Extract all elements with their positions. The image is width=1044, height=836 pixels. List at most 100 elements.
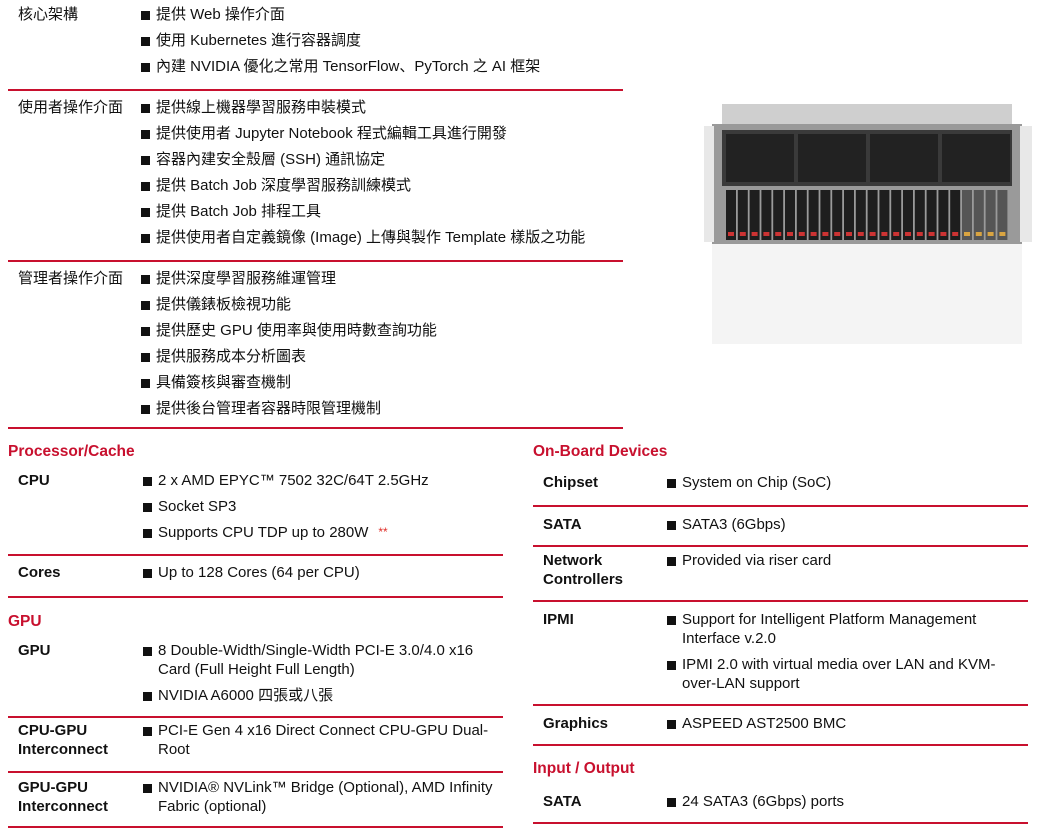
drive-led bbox=[869, 232, 876, 236]
spec-label: SATA bbox=[543, 793, 582, 810]
drive-led bbox=[739, 232, 746, 236]
rack-ear-left bbox=[704, 126, 714, 242]
section-divider bbox=[533, 545, 1028, 547]
drive-bay bbox=[761, 190, 772, 240]
section-divider bbox=[8, 427, 623, 429]
list-item: 2 x AMD EPYC™ 7502 32C/64T 2.5GHz bbox=[158, 472, 429, 489]
section-heading: On-Board Devices bbox=[533, 443, 668, 460]
spec-label: CPU bbox=[18, 472, 50, 489]
fan-grille bbox=[942, 134, 1010, 182]
bullet-icon bbox=[141, 156, 150, 165]
drive-bay bbox=[985, 190, 996, 240]
drive-led bbox=[964, 232, 970, 236]
drive-led bbox=[798, 232, 805, 236]
drive-led bbox=[975, 232, 982, 236]
drive-led bbox=[775, 232, 782, 236]
drive-led bbox=[846, 232, 852, 236]
bullet-icon bbox=[141, 234, 150, 243]
drive-led bbox=[952, 232, 959, 236]
bullet-icon bbox=[667, 661, 676, 670]
fan-grille bbox=[726, 134, 794, 182]
bullet-icon bbox=[143, 529, 152, 538]
fan-grille bbox=[798, 134, 866, 182]
list-item: 提供深度學習服務維運管理 bbox=[156, 270, 337, 287]
bullet-icon bbox=[141, 182, 150, 191]
bullet-icon bbox=[141, 327, 150, 336]
spec-label: Graphics bbox=[543, 715, 609, 732]
spec-label: IPMI bbox=[543, 611, 574, 628]
bullet-icon bbox=[141, 130, 150, 139]
list-item: 提供 Web 操作介面 bbox=[156, 6, 285, 23]
spec-label: SATA bbox=[543, 516, 582, 533]
drive-led bbox=[893, 232, 900, 236]
drive-bay bbox=[879, 190, 890, 240]
section-divider bbox=[8, 826, 503, 828]
drive-bay bbox=[726, 190, 736, 240]
list-item: 提供歷史 GPU 使用率與使用時數查詢功能 bbox=[156, 322, 437, 339]
drive-led bbox=[857, 232, 864, 236]
drive-led bbox=[999, 232, 1006, 236]
chassis-reflection bbox=[712, 244, 1022, 344]
drive-led bbox=[810, 232, 817, 236]
bullet-icon bbox=[667, 557, 676, 566]
list-item: Supports CPU TDP up to 280W ** bbox=[158, 523, 503, 542]
footnote-marker: ** bbox=[378, 525, 388, 539]
drive-bay bbox=[867, 190, 878, 240]
drive-led bbox=[987, 232, 994, 236]
bullet-icon bbox=[141, 275, 150, 284]
bullet-icon bbox=[141, 379, 150, 388]
drive-led bbox=[916, 232, 923, 236]
drive-bay bbox=[962, 190, 972, 240]
bullet-icon bbox=[141, 11, 150, 20]
list-item: System on Chip (SoC) bbox=[682, 474, 832, 491]
section-divider bbox=[8, 89, 623, 91]
drive-bay bbox=[844, 190, 854, 240]
list-item: 提供服務成本分析圖表 bbox=[156, 348, 307, 365]
section-heading: Processor/Cache bbox=[8, 443, 135, 460]
drive-bay bbox=[773, 190, 784, 240]
spec-label: GPU-GPU Interconnect bbox=[18, 779, 109, 815]
drive-bay bbox=[891, 190, 902, 240]
drive-bay bbox=[832, 190, 843, 240]
spec-label: Network Controllers bbox=[543, 552, 624, 588]
section-divider bbox=[8, 716, 503, 718]
bullet-icon bbox=[141, 63, 150, 72]
list-item: Up to 128 Cores (64 per CPU) bbox=[158, 564, 360, 581]
list-item: NVIDIA® NVLink™ Bridge (Optional), AMD I… bbox=[158, 779, 493, 815]
drive-bay bbox=[737, 190, 748, 240]
spec-label: Cores bbox=[18, 564, 61, 581]
section-divider bbox=[533, 600, 1028, 602]
list-item: Provided via riser card bbox=[682, 552, 832, 569]
drive-bay bbox=[973, 190, 984, 240]
bullet-icon bbox=[141, 353, 150, 362]
list-item: 提供儀錶板檢視功能 bbox=[156, 296, 292, 313]
server-chassis-image bbox=[704, 104, 1032, 344]
drive-bay bbox=[950, 190, 961, 240]
drive-led bbox=[751, 232, 758, 236]
item-text: Supports CPU TDP up to 280W bbox=[158, 524, 369, 541]
section-heading: GPU bbox=[8, 613, 42, 630]
list-item: PCI-E Gen 4 x16 Direct Connect CPU-GPU D… bbox=[158, 722, 489, 758]
bullet-icon bbox=[141, 301, 150, 310]
section-divider bbox=[533, 744, 1028, 746]
section-divider bbox=[533, 822, 1028, 824]
section-divider bbox=[533, 704, 1028, 706]
drive-bay bbox=[914, 190, 925, 240]
drive-led bbox=[940, 232, 947, 236]
list-item: 提供 Batch Job 排程工具 bbox=[156, 203, 322, 220]
drive-led bbox=[787, 232, 793, 236]
bullet-icon bbox=[141, 37, 150, 46]
list-item: IPMI 2.0 with virtual media over LAN and… bbox=[682, 656, 996, 692]
bullet-icon bbox=[141, 405, 150, 414]
list-item: SATA3 (6Gbps) bbox=[682, 516, 786, 533]
section-divider bbox=[533, 505, 1028, 507]
chassis-top bbox=[722, 104, 1012, 126]
list-item: ASPEED AST2500 BMC bbox=[682, 715, 847, 732]
section-divider bbox=[8, 596, 503, 598]
bullet-icon bbox=[143, 784, 152, 793]
drive-led bbox=[881, 232, 888, 236]
fan-grille bbox=[870, 134, 938, 182]
bullet-icon bbox=[141, 208, 150, 217]
spec-label: GPU bbox=[18, 642, 51, 659]
drive-bay bbox=[808, 190, 819, 240]
